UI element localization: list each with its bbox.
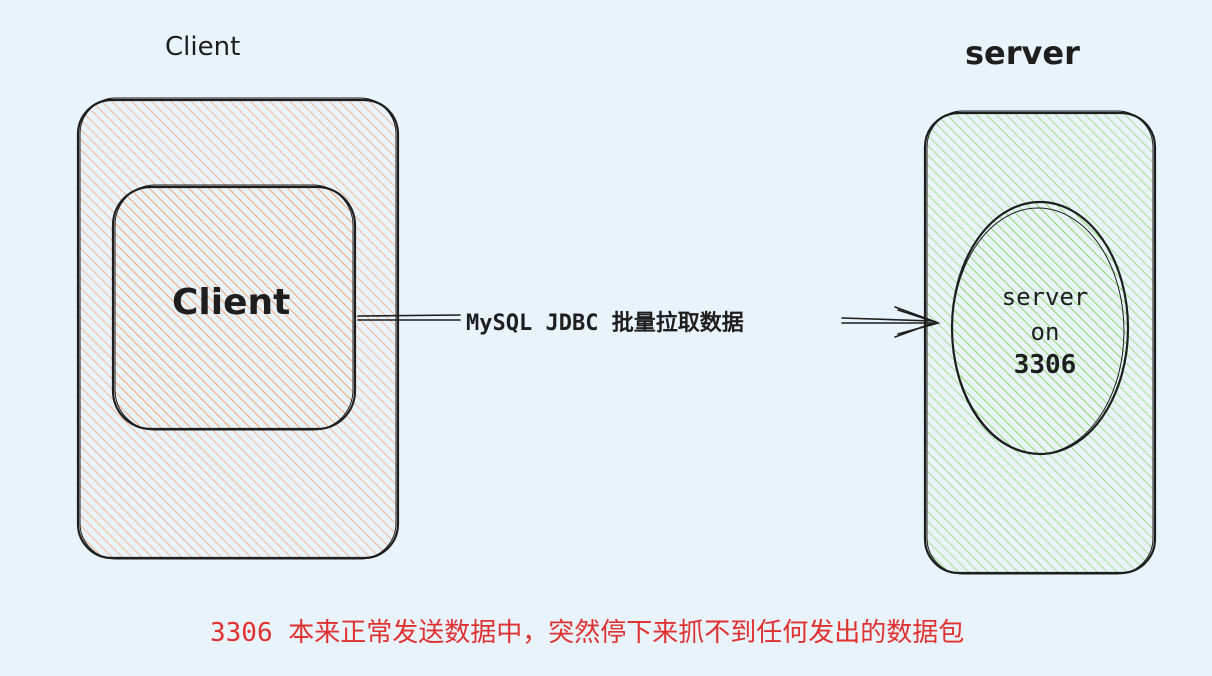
server-outer-box-sketch <box>926 110 1154 575</box>
edge-label: MySQL JDBC 批量拉取数据 <box>466 311 744 336</box>
client-title: Client <box>165 32 241 62</box>
server-ellipse-sketch <box>951 207 1125 455</box>
server-node-label: server <box>1001 283 1089 311</box>
server-node-port: 3306 <box>1013 350 1077 380</box>
client-inner-box-sketch <box>114 184 354 431</box>
note-text: 3306 本来正常发送数据中，突然停下来抓不到任何发出的数据包 <box>210 618 965 648</box>
server-node-label-on: on <box>1030 318 1060 346</box>
connection-arrow <box>357 306 941 338</box>
client-inner-box <box>111 185 357 431</box>
client-outer-box-sketch <box>79 97 397 560</box>
server-title: server <box>965 34 1080 72</box>
client-inner-label: Client <box>172 282 291 323</box>
